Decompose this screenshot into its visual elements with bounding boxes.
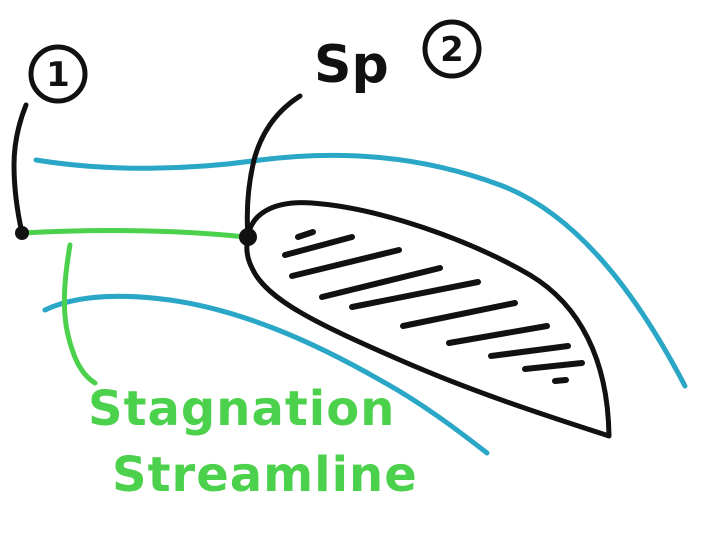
airfoil-outline: [244, 200, 612, 439]
point2-label: 2: [440, 30, 464, 70]
lower-streamline: [42, 293, 490, 456]
point1-label: 1: [46, 55, 70, 95]
stagnation-label-line1: Stagnation: [88, 381, 395, 437]
sp-label: Sp: [314, 35, 389, 95]
sp-leader: [244, 93, 303, 240]
point2-marker: 2: [422, 19, 482, 79]
airfoil-hatching: [282, 229, 585, 384]
point1-marker: 1: [28, 44, 88, 104]
stagnation-label-line2: Streamline: [112, 447, 418, 503]
stagnation-streamline: [19, 227, 249, 240]
stagnation-label-leader: [61, 242, 98, 386]
upper-streamline: [33, 152, 688, 389]
upstream-point-dot: [15, 226, 29, 240]
point1-leader: [11, 102, 29, 236]
stagnation-point-dot: [239, 228, 257, 246]
